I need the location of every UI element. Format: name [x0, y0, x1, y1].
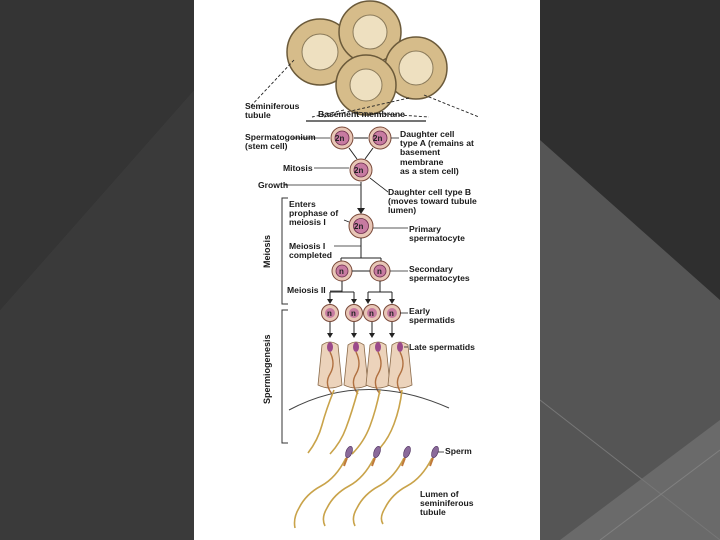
label-primary-spermatocyte: Primary spermatocyte [409, 224, 465, 244]
label-growth: Growth [258, 180, 289, 190]
label-spermatogonium: Spermatogonium (stem cell) [245, 132, 316, 152]
label-sperm: Sperm [445, 446, 472, 456]
label-daughter-b: Daughter cell type B (moves toward tubul… [388, 187, 477, 216]
label-lumen: Lumen of seminiferous tubule [420, 489, 474, 518]
spermatogenesis-diagram: 2n 2n 2n 2n n n [248, 0, 480, 529]
label-meiosis-bracket: Meiosis [262, 234, 272, 268]
late-spermatid-tails [307, 389, 403, 455]
late-spermatid-cells [317, 341, 413, 395]
ploidy-n-early-2: n [351, 309, 356, 318]
label-meiosis-completed: Meiosis I completed [289, 241, 332, 261]
ploidy-2n-daughter-a: 2n [373, 134, 382, 143]
label-mitosis: Mitosis [283, 163, 313, 173]
label-spermiogenesis-bracket: Spermiogenesis [262, 334, 272, 404]
ploidy-n-early-4: n [389, 309, 394, 318]
ploidy-n-secondary-1: n [339, 267, 344, 276]
sperm-cells [293, 445, 439, 529]
ploidy-n-early-1: n [327, 309, 332, 318]
ploidy-n-early-3: n [369, 309, 374, 318]
secondary-spermatocyte-cells [331, 260, 391, 282]
label-early-spermatids: Early spermatids [409, 306, 455, 326]
label-basement-membrane: Basement membrane [318, 109, 405, 119]
meiosis-bracket [281, 197, 288, 305]
spermatogonium-cell [330, 126, 354, 150]
label-late-spermatids: Late spermatids [409, 342, 475, 352]
label-secondary-spermatocytes: Secondary spermatocytes [409, 264, 470, 284]
ploidy-2n-spermatogonium: 2n [335, 134, 344, 143]
ploidy-n-secondary-2: n [377, 267, 382, 276]
tubule-cross-sections [286, 0, 448, 116]
label-daughter-a: Daughter cell type A (remains at basemen… [400, 129, 474, 176]
ploidy-2n-daughter-b: 2n [354, 166, 363, 175]
daughter-b-cell [349, 158, 373, 182]
label-seminiferous-tubule: Seminiferous tubule [245, 101, 300, 121]
daughter-a-cell [368, 126, 392, 150]
spermiogenesis-bracket [281, 309, 288, 444]
ploidy-2n-primary: 2n [354, 222, 363, 231]
label-enters-prophase: Enters prophase of meiosis I [289, 199, 339, 228]
label-meiosis-ii: Meiosis II [287, 285, 326, 295]
